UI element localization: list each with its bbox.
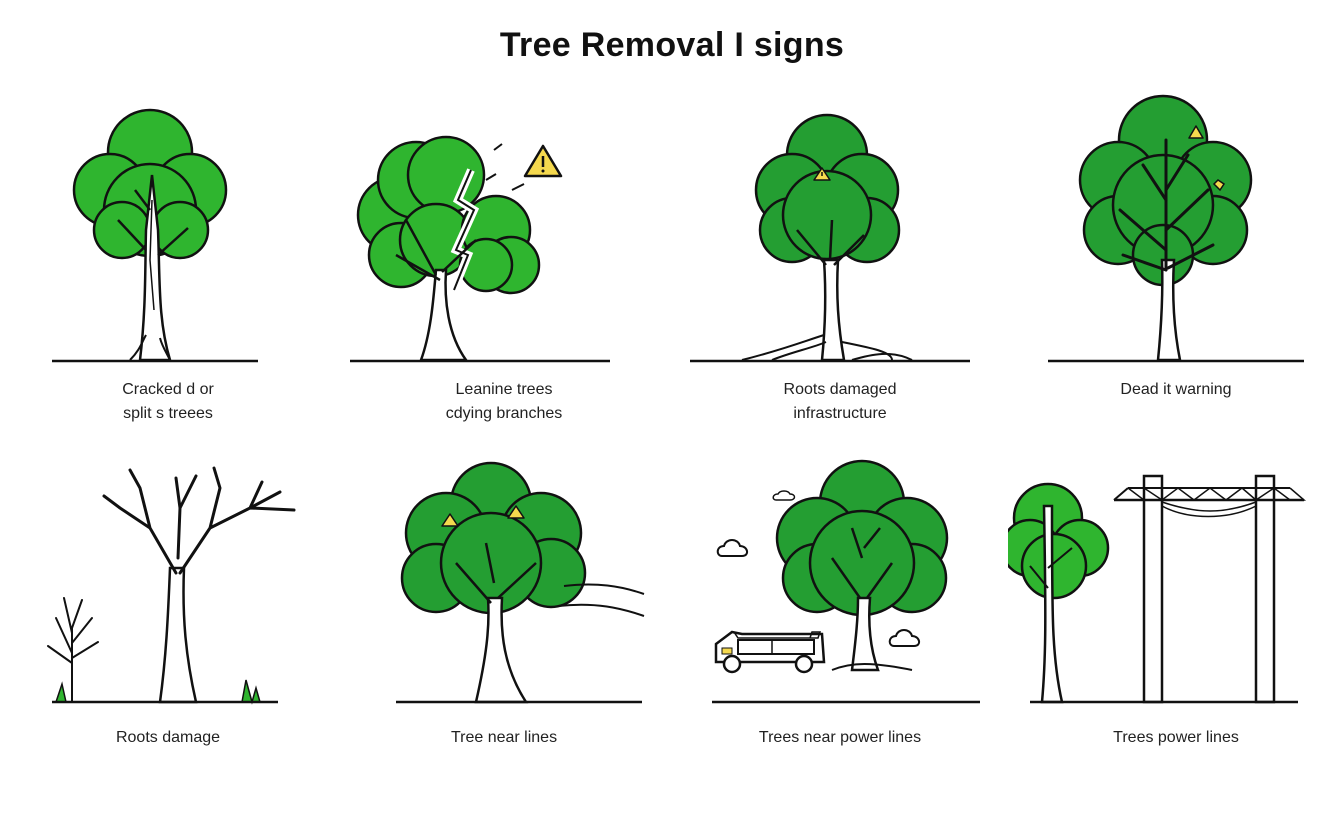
- split-leaning-tree-icon: [350, 135, 610, 363]
- caption-line: cdying branches: [445, 405, 563, 422]
- caption-line: Dead it warning: [1120, 381, 1232, 398]
- panel-dead-warning: Dead it warning: [1008, 80, 1344, 464]
- warning-icon: [441, 513, 459, 527]
- page-title: Tree Removal I signs: [499, 26, 845, 64]
- caption-line: Roots damage: [115, 729, 221, 746]
- panel-near-lines: Tree near lines: [336, 448, 672, 832]
- tree-car-icon: [712, 459, 980, 704]
- caption-line: Trees power lines: [1113, 729, 1239, 746]
- warning-icon: [1188, 125, 1204, 139]
- warning-icon: [813, 167, 831, 181]
- caption-line: Roots damaged: [783, 381, 897, 398]
- cloud-icon: [772, 490, 796, 501]
- cloud-icon: [716, 539, 748, 557]
- car-icon: [714, 630, 826, 674]
- panel-caption: Tree near lines: [336, 726, 672, 750]
- wind-tree-icon: [396, 461, 645, 704]
- caption-line: Tree near lines: [450, 729, 558, 746]
- warning-icon: [523, 144, 563, 178]
- panel-power-lines: Trees power lines: [1008, 448, 1344, 832]
- panel-near-power: Trees near power lines: [672, 448, 1008, 832]
- panel-caption: Roots damage: [0, 726, 336, 750]
- panel-cracked: Cracked d or split s treees: [0, 80, 336, 464]
- panel-caption: Cracked d or split s treees: [0, 378, 336, 426]
- panel-caption: Roots damaged infrastructure: [672, 378, 1008, 426]
- panel-caption: Trees power lines: [1008, 726, 1344, 750]
- cloud-icon: [888, 629, 920, 647]
- bare-dead-tree-icon: [47, 466, 296, 705]
- panel-caption: Leanine trees cdying branches: [336, 378, 672, 426]
- panel-leaning: Leanine trees cdying branches: [336, 80, 672, 464]
- dead-branch-tree-icon: [1048, 94, 1304, 363]
- cracked-tree-icon: [52, 108, 258, 363]
- panel-caption: Dead it warning: [1008, 378, 1344, 402]
- caption-line: Leanine trees: [455, 381, 553, 398]
- panel-caption: Trees near power lines: [672, 726, 1008, 750]
- warning-icon: [507, 505, 525, 519]
- caption-line: split s treees: [123, 405, 213, 422]
- caption-line: infrastructure: [793, 405, 887, 422]
- caption-line: Cracked d or: [122, 381, 214, 398]
- power-tower-icon: [1113, 474, 1307, 704]
- panel-roots-infra: Roots damaged infrastructure: [672, 80, 1008, 464]
- power-line-tree-icon: [1008, 474, 1307, 704]
- panel-roots-damage: Roots damage: [0, 448, 336, 832]
- warning-tree-roots-icon: [690, 113, 970, 363]
- caption-line: Trees near power lines: [758, 729, 922, 746]
